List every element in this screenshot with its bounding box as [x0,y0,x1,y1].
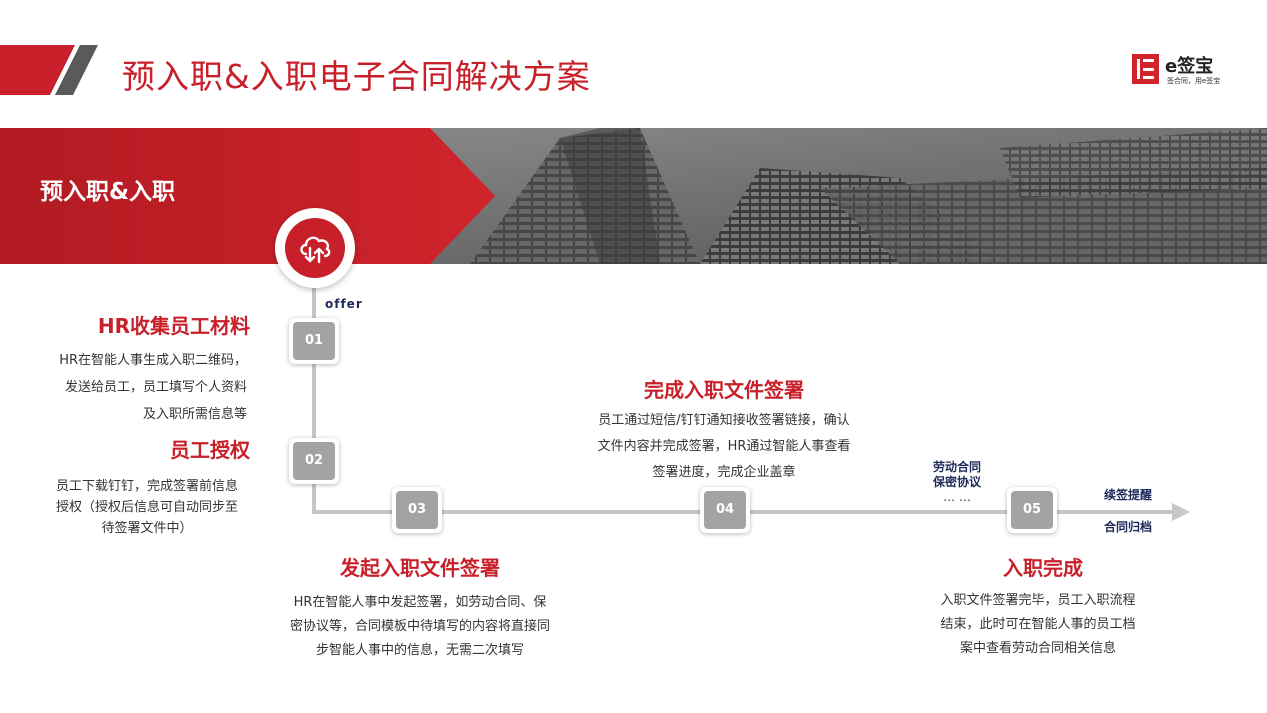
banner-title: 预入职&入职 [40,179,176,205]
esign-logo: e签宝 签合同，用e签宝 [1132,52,1232,88]
timeline-vertical-line [312,288,316,514]
header-stripe-decoration [0,45,98,95]
step-03-title: 发起入职文件签署 [340,556,500,580]
start-circle [275,208,355,288]
step-05-description: 入职文件签署完毕，员工入职流程 结束，此时可在智能人事的员工档 案中查看劳动合同… [940,593,1136,656]
cloud-sync-icon [300,236,331,264]
contract-archive-label: 合同归档 [1104,520,1153,534]
step-03-description: HR在智能人事中发起签署，如劳动合同、保 密协议等，合同模板中待填写的内容将直接… [289,595,550,658]
step-01-description: HR在智能人事生成入职二维码， 发送给员工，员工填写个人资料 及入职所需信息等 [59,353,247,422]
step-05-title: 入职完成 [1003,556,1083,580]
page-title: 预入职&入职电子合同解决方案 [122,57,591,96]
step-badge-01: 01 [289,318,339,364]
step-badge-03: 03 [392,487,442,533]
logo-name: e签宝 [1165,56,1214,77]
step-04-title: 完成入职文件签署 [644,378,804,402]
step-badge-04: 04 [700,487,750,533]
logo-mark-icon [1132,54,1159,84]
step-badge-05: 05 [1007,487,1057,533]
document-types-label: 劳动合同 保密协议 … … [932,460,981,504]
renewal-reminder-label: 续签提醒 [1104,488,1153,502]
step-badge-02: 02 [289,438,339,484]
step-01-title: HR收集员工材料 [97,314,250,338]
logo-slogan: 签合同，用e签宝 [1167,77,1221,85]
step-04-description: 员工通过短信/钉钉通知接收签署链接，确认 文件内容并完成签署，HR通过智能人事查… [597,413,851,480]
banner-building-image [0,128,1267,264]
timeline-arrow-icon [1172,503,1190,521]
offer-label: offer [325,297,363,311]
step-02-description: 员工下载钉钉，完成签署前信息 授权（授权后信息可自动同步至 待签署文件中） [55,479,238,536]
step-02-title: 员工授权 [170,438,250,462]
